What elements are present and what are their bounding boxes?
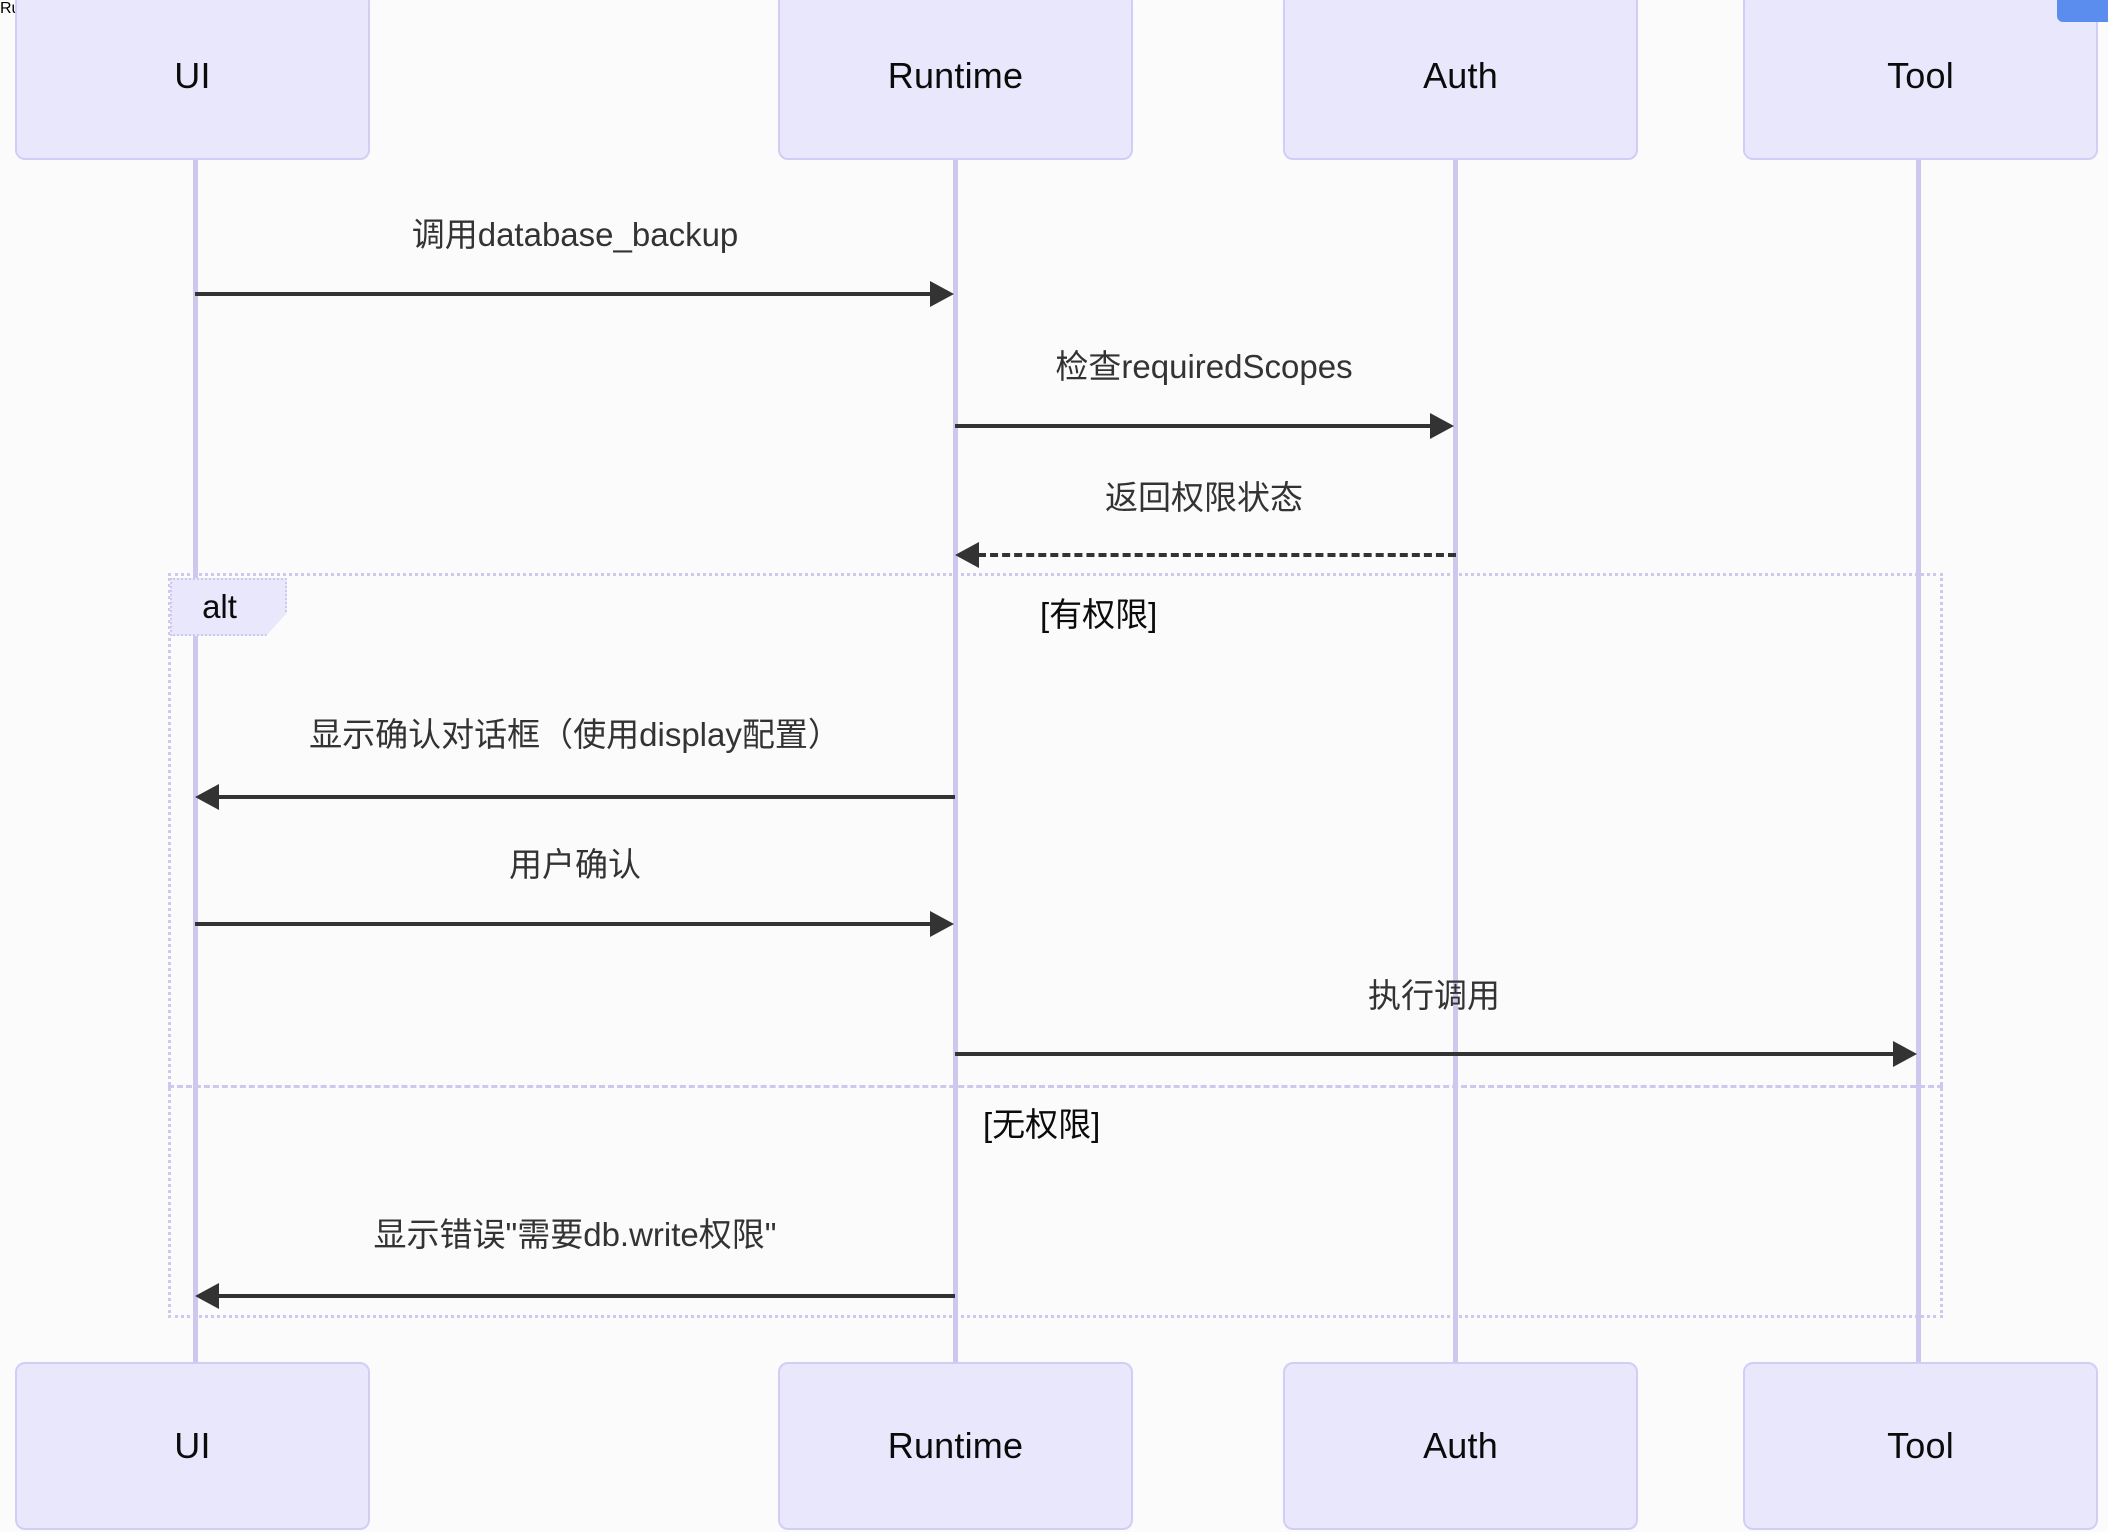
message-line-2 [955, 424, 1430, 428]
actor-box-auth-bottom[interactable]: Auth [1283, 1362, 1638, 1530]
lifeline-runtime [953, 160, 958, 1370]
lifeline-auth [1453, 160, 1458, 1370]
message-label-6: 执行调用 [1368, 977, 1500, 1014]
actor-label-runtime-bottom: Runtime [887, 1425, 1024, 1466]
message-arrowhead-1 [930, 281, 954, 307]
message-line-6 [955, 1052, 1893, 1056]
actor-box-ui-bottom[interactable]: UI [15, 1362, 370, 1530]
message-label-2: 检查requiredScopes [1055, 348, 1353, 385]
lifeline-tool [1916, 160, 1921, 1370]
message-line-5 [195, 922, 930, 926]
actor-box-runtime-bottom[interactable]: Runtime [778, 1362, 1133, 1530]
actor-label-tool-bottom: Tool [1887, 1425, 1954, 1466]
message-arrowhead-6 [1893, 1041, 1917, 1067]
actor-label-tool-top: Tool [1887, 55, 1954, 96]
message-line-3 [978, 553, 1456, 557]
message-arrowhead-5 [930, 911, 954, 937]
message-label-7: 显示错误"需要db.write权限" [373, 1216, 777, 1253]
lifeline-ui [193, 160, 198, 1370]
alt-fragment-box [168, 573, 1943, 1318]
actor-label-ui-top: UI [174, 55, 211, 96]
actor-label-runtime-top: Runtime [887, 55, 1024, 96]
alt-fragment-divider [168, 1085, 1943, 1088]
alt-condition-label-2: [无权限] [983, 1106, 1101, 1143]
message-label-4: 显示确认对话框（使用display配置） [309, 716, 841, 753]
actor-box-auth-top[interactable]: Auth [1283, 0, 1638, 160]
actor-box-ui-top[interactable]: UI [15, 0, 370, 160]
message-line-1 [195, 292, 930, 296]
corner-chip[interactable] [2057, 0, 2108, 22]
message-label-5: 用户确认 [509, 846, 641, 883]
message-line-7 [218, 1294, 955, 1298]
alt-fragment-tag-label: alt [202, 588, 237, 625]
message-arrowhead-4 [195, 784, 219, 810]
message-label-1: 调用database_backup [411, 216, 739, 253]
message-line-4 [218, 795, 955, 799]
message-arrowhead-7 [195, 1283, 219, 1309]
actor-label-auth-bottom: Auth [1423, 1425, 1498, 1466]
alt-condition-label-1: [有权限] [1040, 596, 1158, 633]
actor-box-tool-top[interactable]: Tool [1743, 0, 2098, 160]
actor-box-tool-bottom[interactable]: Tool [1743, 1362, 2098, 1530]
message-arrowhead-2 [1430, 413, 1454, 439]
actor-label-auth-top: Auth [1423, 55, 1498, 96]
actor-box-runtime-top[interactable]: Runtime [778, 0, 1133, 160]
actor-label-ui-bottom: UI [174, 1425, 211, 1466]
message-arrowhead-3 [955, 542, 979, 568]
message-label-3: 返回权限状态 [1105, 479, 1303, 516]
alt-fragment-tag: alt [170, 578, 287, 636]
